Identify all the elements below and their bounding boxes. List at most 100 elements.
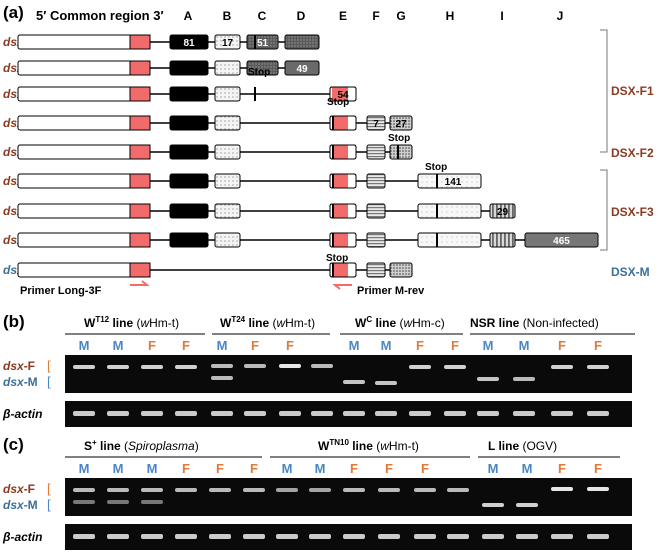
row-label-dsx-m: dsx-M bbox=[3, 375, 38, 389]
exon-A bbox=[169, 86, 209, 102]
exon-A bbox=[169, 115, 209, 131]
exon-I bbox=[489, 232, 516, 248]
exon-H bbox=[417, 203, 482, 219]
panel-a-label: (a) bbox=[3, 3, 24, 22]
exon-letter-F: F bbox=[372, 9, 379, 23]
lane-label-M: M bbox=[113, 338, 124, 353]
exon-E-border bbox=[329, 86, 357, 102]
stop-label: Stop bbox=[425, 162, 447, 173]
gel-band bbox=[378, 488, 400, 492]
row-label-dsx-m: dsx-M bbox=[3, 498, 38, 512]
bracket-m: [ bbox=[47, 374, 51, 389]
actin-band bbox=[587, 411, 609, 416]
exon-A bbox=[169, 232, 209, 248]
common-region-pink bbox=[129, 262, 151, 278]
actin-band bbox=[211, 411, 233, 416]
exon-A bbox=[169, 173, 209, 189]
common-region-pink bbox=[129, 203, 151, 219]
exon-letter-A: A bbox=[184, 9, 193, 23]
actin-band bbox=[276, 534, 298, 539]
group-label-dsx-f3: DSX-F3 bbox=[611, 205, 654, 219]
lane-label-M: M bbox=[113, 461, 124, 476]
exon-E-pink bbox=[332, 87, 348, 101]
lane-label-F: F bbox=[250, 461, 258, 476]
common-region-pink bbox=[129, 144, 151, 160]
exon-B bbox=[214, 115, 241, 131]
exon-number: 51 bbox=[257, 38, 269, 49]
gel-band bbox=[309, 488, 331, 492]
common-region-pink bbox=[129, 115, 151, 131]
lane-label-F: F bbox=[251, 338, 259, 353]
common-region-pink bbox=[129, 232, 151, 248]
exon-letter-H: H bbox=[446, 9, 455, 23]
lane-label-F: F bbox=[182, 461, 190, 476]
line-title: WC line (wHm-c) bbox=[355, 315, 445, 330]
actin-band bbox=[482, 534, 504, 539]
gel-band bbox=[516, 503, 538, 507]
group-label-dsx-f1: DSX-F1 bbox=[611, 84, 654, 98]
exon-number: 49 bbox=[296, 64, 308, 75]
stop-label: Stop bbox=[326, 253, 348, 264]
actin-band bbox=[343, 534, 365, 539]
gel-band bbox=[551, 487, 573, 491]
gel-band bbox=[141, 500, 163, 504]
exon-F bbox=[366, 115, 386, 131]
row-label-actin: β-actin bbox=[2, 530, 42, 544]
actin-band bbox=[243, 534, 265, 539]
exon-G bbox=[389, 262, 413, 278]
actin-band bbox=[378, 534, 400, 539]
lane-label-M: M bbox=[217, 338, 228, 353]
gel-band bbox=[513, 377, 535, 381]
primer-forward-label: Primer Long-3F bbox=[20, 285, 102, 297]
gel-band bbox=[482, 503, 504, 507]
row-label-dsx-f: dsx-F bbox=[3, 359, 35, 373]
line-title: L line (OGV) bbox=[488, 439, 557, 453]
bracket-m: [ bbox=[47, 497, 51, 512]
exon-E-border bbox=[329, 173, 357, 189]
actin-band bbox=[551, 534, 573, 539]
exon-number: 29 bbox=[497, 207, 509, 218]
gel-band bbox=[141, 365, 163, 369]
exon-E-pink bbox=[332, 174, 348, 188]
common-region-pink bbox=[129, 34, 151, 50]
gel-band bbox=[414, 488, 436, 492]
exon-E-border bbox=[329, 203, 357, 219]
lane-label-M: M bbox=[79, 338, 90, 353]
gel-band bbox=[175, 365, 197, 369]
gel-band bbox=[141, 488, 163, 492]
actin-band bbox=[107, 411, 129, 416]
row-label-dsx-f: dsx-F bbox=[3, 482, 35, 496]
stop-label: Stop bbox=[388, 133, 410, 144]
actin-band bbox=[309, 534, 331, 539]
exon-F bbox=[366, 203, 386, 219]
exon-H bbox=[417, 173, 482, 189]
gel-band bbox=[279, 364, 301, 368]
lane-label-M: M bbox=[282, 461, 293, 476]
actin-band bbox=[551, 411, 573, 416]
lane-label-M: M bbox=[315, 461, 326, 476]
actin-band bbox=[244, 411, 266, 416]
lane-label-M: M bbox=[349, 338, 360, 353]
gel-band bbox=[73, 365, 95, 369]
actin-band bbox=[175, 534, 197, 539]
actin-band bbox=[279, 411, 301, 416]
primer-reverse-label: Primer M-rev bbox=[357, 285, 425, 297]
gel-band bbox=[73, 488, 95, 492]
bracket-f: [ bbox=[47, 481, 51, 496]
lane-label-M: M bbox=[488, 461, 499, 476]
exon-J bbox=[524, 232, 599, 248]
lane-label-M: M bbox=[522, 461, 533, 476]
exon-G bbox=[389, 115, 413, 131]
actin-band bbox=[409, 411, 431, 416]
exon-H bbox=[417, 232, 482, 248]
exon-letter-I: I bbox=[500, 9, 503, 23]
actin-band bbox=[447, 534, 469, 539]
line-title: WT12 line (wHm-t) bbox=[84, 315, 179, 330]
group-label-dsx-m: DSX-M bbox=[611, 265, 650, 279]
exon-number: 17 bbox=[222, 38, 234, 49]
lane-label-F: F bbox=[416, 338, 424, 353]
exon-number: 141 bbox=[445, 177, 462, 188]
actin-band bbox=[209, 534, 231, 539]
gel-band bbox=[107, 500, 129, 504]
exon-E-pink bbox=[332, 233, 348, 247]
